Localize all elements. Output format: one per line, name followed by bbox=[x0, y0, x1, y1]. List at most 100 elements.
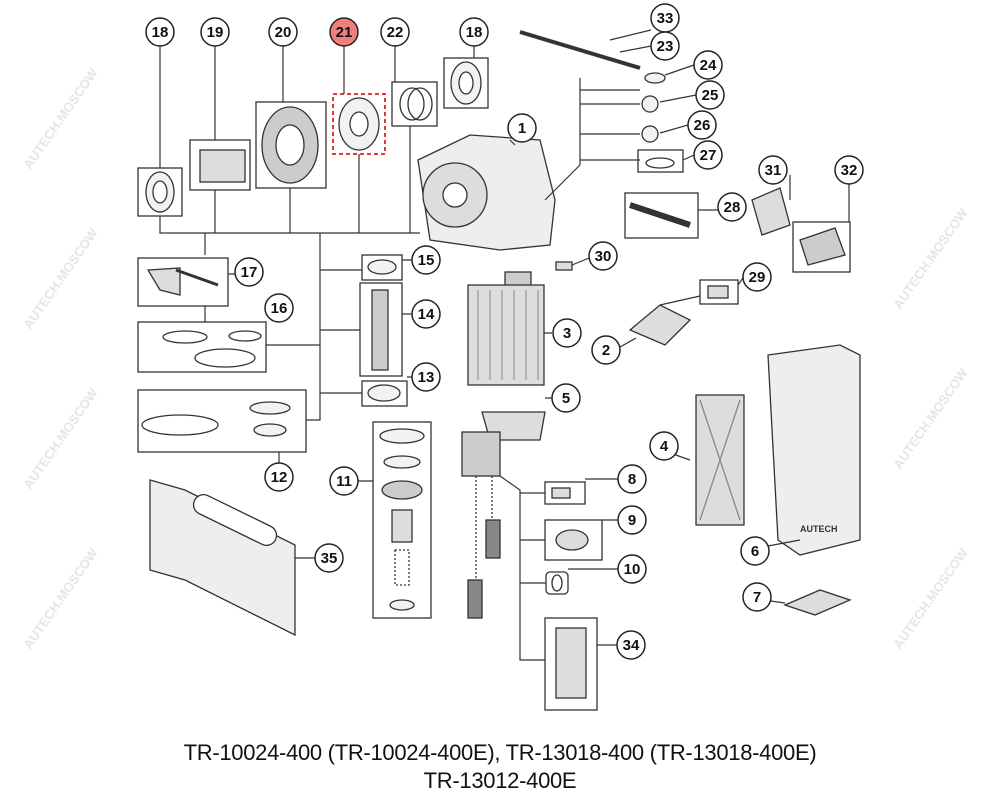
pcb-4 bbox=[695, 394, 745, 526]
sleeve-34 bbox=[544, 617, 598, 711]
part-9 bbox=[544, 519, 603, 561]
callout-circle bbox=[264, 293, 294, 323]
callout-21: 21 bbox=[329, 17, 359, 47]
watermark-text: AUTECH.MOSCOW bbox=[890, 365, 971, 472]
callout-number: 13 bbox=[418, 369, 435, 386]
callout-circle bbox=[717, 192, 747, 222]
callout-22: 22 bbox=[380, 17, 410, 47]
callout-15: 15 bbox=[411, 245, 441, 275]
callout-2: 2 bbox=[591, 335, 621, 365]
callout-18: 18 bbox=[459, 17, 489, 47]
callout-number: 21 bbox=[336, 24, 353, 41]
callout-number: 1 bbox=[518, 120, 526, 137]
callout-number: 8 bbox=[628, 471, 636, 488]
callout-circle bbox=[742, 582, 772, 612]
callout-number: 24 bbox=[700, 57, 717, 74]
callout-number: 2 bbox=[602, 342, 610, 359]
callout-circle bbox=[268, 17, 298, 47]
callout-circle bbox=[145, 17, 175, 47]
callout-circle bbox=[411, 299, 441, 329]
callout-32: 32 bbox=[834, 155, 864, 185]
callout-number: 9 bbox=[628, 512, 636, 529]
callout-number: 29 bbox=[749, 269, 766, 286]
gear-wheel-20 bbox=[255, 101, 327, 189]
callout-3: 3 bbox=[552, 318, 582, 348]
callout-number: 7 bbox=[753, 589, 761, 606]
callout-number: 32 bbox=[841, 162, 858, 179]
callout-circle bbox=[617, 464, 647, 494]
callout-number: 12 bbox=[271, 469, 288, 486]
callout-circle bbox=[329, 17, 359, 47]
callout-31: 31 bbox=[758, 155, 788, 185]
shaft-23-33 bbox=[519, 30, 641, 70]
callout-number: 11 bbox=[336, 473, 352, 490]
cover-6: AUTECH bbox=[767, 344, 861, 556]
watermark-text: AUTECH.MOSCOW bbox=[20, 545, 101, 652]
callout-35: 35 bbox=[314, 543, 344, 573]
callout-circle bbox=[459, 17, 489, 47]
seals-16 bbox=[137, 321, 267, 373]
gearbox-housing-1 bbox=[417, 134, 556, 251]
callout-number: 26 bbox=[694, 117, 711, 134]
callout-16: 16 bbox=[264, 293, 294, 323]
housing-32 bbox=[792, 221, 851, 273]
callout-circle bbox=[617, 554, 647, 584]
parts-drawings: AUTECH bbox=[137, 30, 861, 711]
callout-circle bbox=[693, 50, 723, 80]
callout-33: 33 bbox=[650, 3, 680, 33]
callout-number: 30 bbox=[595, 248, 612, 265]
bearing-15 bbox=[361, 254, 403, 281]
callout-number: 31 bbox=[765, 162, 782, 179]
callout-13: 13 bbox=[411, 362, 441, 392]
callout-20: 20 bbox=[268, 17, 298, 47]
callout-circle bbox=[687, 110, 717, 140]
callout-number: 33 bbox=[657, 10, 674, 27]
callout-25: 25 bbox=[695, 80, 725, 110]
callout-circle bbox=[588, 241, 618, 271]
callout-1: 1 bbox=[507, 113, 537, 143]
callout-circle bbox=[742, 262, 772, 292]
callout-10: 10 bbox=[617, 554, 647, 584]
callout-circle bbox=[551, 383, 581, 413]
watermark-text: AUTECH.MOSCOW bbox=[20, 65, 101, 172]
caption-line-2: TR-13012-400E bbox=[423, 768, 577, 793]
callout-5: 5 bbox=[551, 383, 581, 413]
callout-number: 5 bbox=[562, 390, 570, 407]
callout-30: 30 bbox=[588, 241, 618, 271]
caption-line-1: TR-10024-400 (TR-10024-400E), TR-13018-4… bbox=[183, 740, 817, 765]
callout-34: 34 bbox=[616, 630, 646, 660]
callout-28: 28 bbox=[717, 192, 747, 222]
bearing-18-right bbox=[443, 57, 489, 109]
callout-circle bbox=[507, 113, 537, 143]
watermark-text: AUTECH.MOSCOW bbox=[890, 545, 971, 652]
callout-number: 14 bbox=[418, 306, 435, 323]
callout-number: 23 bbox=[657, 38, 674, 55]
callout-circle bbox=[234, 257, 264, 287]
callout-circle bbox=[411, 245, 441, 275]
seals-12 bbox=[137, 389, 307, 453]
callout-19: 19 bbox=[200, 17, 230, 47]
callout-number: 16 bbox=[271, 300, 288, 317]
callout-number: 20 bbox=[275, 24, 292, 41]
part-10 bbox=[545, 571, 569, 595]
callout-circle bbox=[693, 140, 723, 170]
worm-14 bbox=[359, 282, 403, 377]
callout-circle bbox=[411, 362, 441, 392]
callout-27: 27 bbox=[693, 140, 723, 170]
callout-number: 10 bbox=[624, 561, 641, 578]
callout-23: 23 bbox=[650, 31, 680, 61]
callout-circle bbox=[616, 630, 646, 660]
part-7 bbox=[783, 589, 852, 616]
leader-lines bbox=[159, 29, 850, 661]
circlips-22 bbox=[391, 81, 438, 127]
chain-hoist-5 bbox=[461, 411, 546, 619]
callout-29: 29 bbox=[742, 262, 772, 292]
motor-3 bbox=[467, 271, 545, 386]
callout-7: 7 bbox=[742, 582, 772, 612]
callout-26: 26 bbox=[687, 110, 717, 140]
callout-8: 8 bbox=[617, 464, 647, 494]
callout-circle bbox=[695, 80, 725, 110]
callout-circle bbox=[552, 318, 582, 348]
callout-11: 11 bbox=[329, 466, 359, 496]
